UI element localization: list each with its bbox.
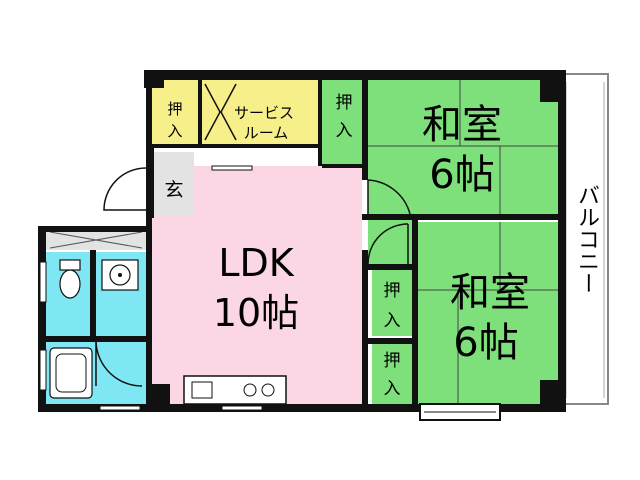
tatami-lines <box>368 80 558 404</box>
kitchen-counter-icon <box>183 375 287 405</box>
closet-d-label-1: 押 <box>384 351 401 371</box>
washitsu2-name: 和室 <box>450 270 530 316</box>
walls <box>38 70 566 412</box>
closet-a-label-1: 押 <box>167 100 182 118</box>
closet-a-area <box>152 80 198 144</box>
washitsu2-size: 6帖 <box>453 320 518 366</box>
washbasin-icon <box>101 259 139 291</box>
closet-b-label-2: 入 <box>336 121 353 141</box>
washitsu1-size: 6帖 <box>429 152 494 198</box>
closet-c-label-2: 入 <box>384 311 401 331</box>
closet-a-label-2: 入 <box>167 122 182 140</box>
toilet-icon <box>59 259 81 299</box>
bathtub-icon <box>49 347 93 399</box>
washitsu1-area <box>368 80 558 214</box>
genkan-label: 玄 <box>164 179 183 201</box>
service-room-label-2: ルーム <box>244 124 289 142</box>
service-room-label-1: サービス <box>234 104 294 122</box>
doors <box>95 83 411 387</box>
windows <box>39 165 501 421</box>
closet-d-label-2: 入 <box>384 379 401 399</box>
genkan-area <box>154 152 194 216</box>
closet-d-area <box>372 344 412 404</box>
closet-b-area <box>322 80 366 166</box>
closet-c-label-1: 押 <box>384 281 401 301</box>
ldk-name: LDK <box>218 241 294 285</box>
washitsu1-name: 和室 <box>422 102 502 148</box>
balcony-label: バルコニー <box>574 184 599 294</box>
closet-c-area <box>372 270 412 336</box>
washitsu2-area <box>416 222 558 404</box>
closet-b-label-1: 押 <box>336 93 353 113</box>
ldk-size: 10帖 <box>213 291 299 335</box>
